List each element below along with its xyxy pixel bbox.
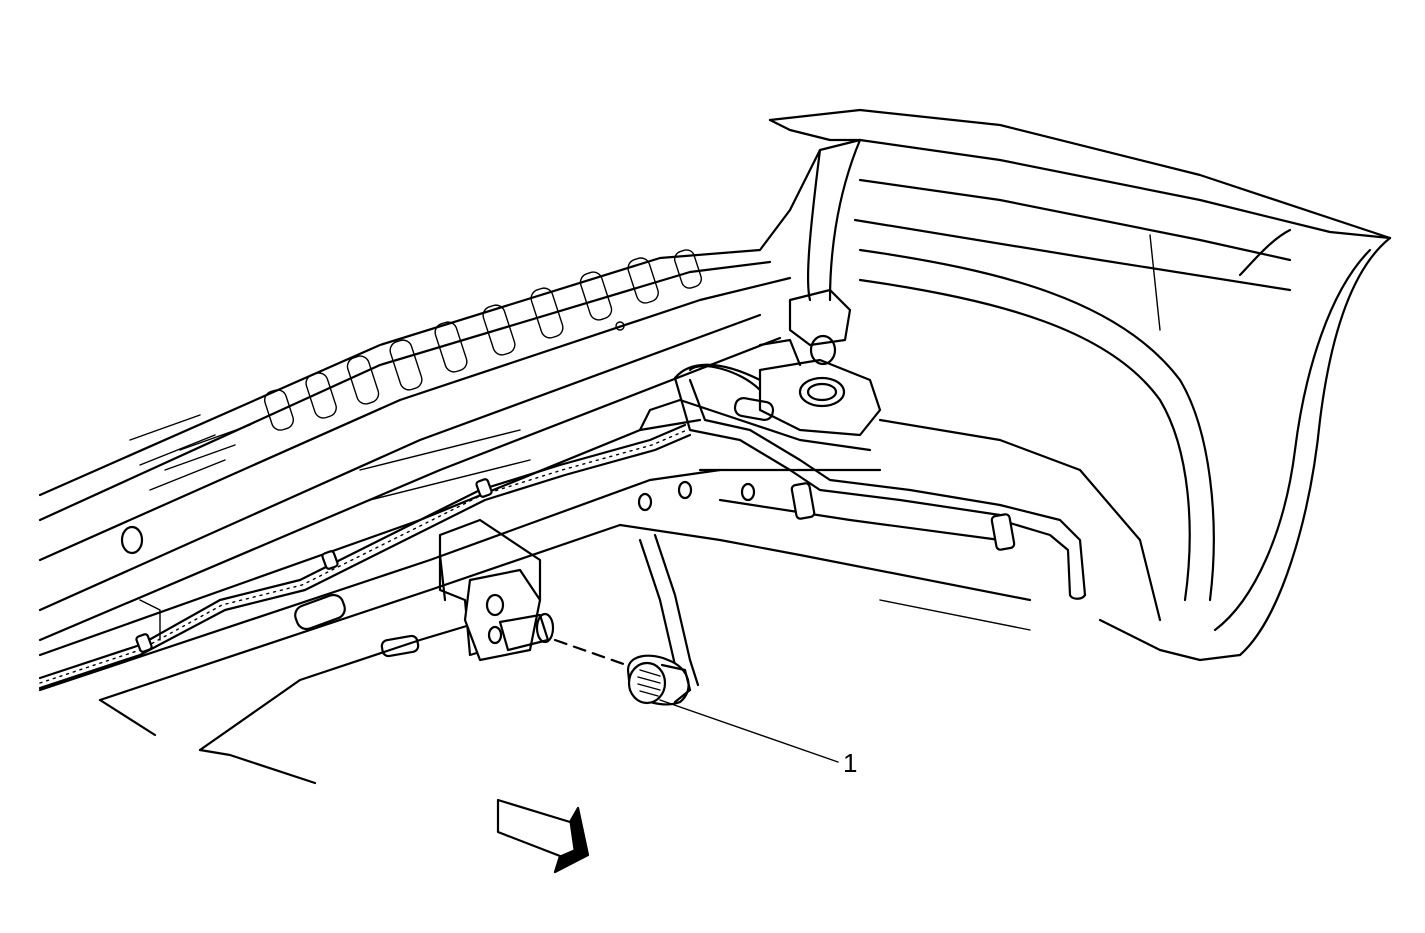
wiring-harness-frame — [38, 423, 692, 690]
tow-bracket — [733, 288, 882, 437]
callout-leader-1 — [659, 699, 839, 763]
callout-label-1: 1 — [843, 748, 857, 778]
direction-arrow-icon — [496, 798, 590, 874]
rear-bumper — [768, 108, 1392, 662]
connector-1 — [553, 638, 692, 706]
harness-branch — [438, 518, 700, 692]
floor-ribs — [120, 249, 703, 555]
rear-floor-pan — [38, 138, 862, 642]
wiring-harness-bumper — [673, 363, 1087, 600]
